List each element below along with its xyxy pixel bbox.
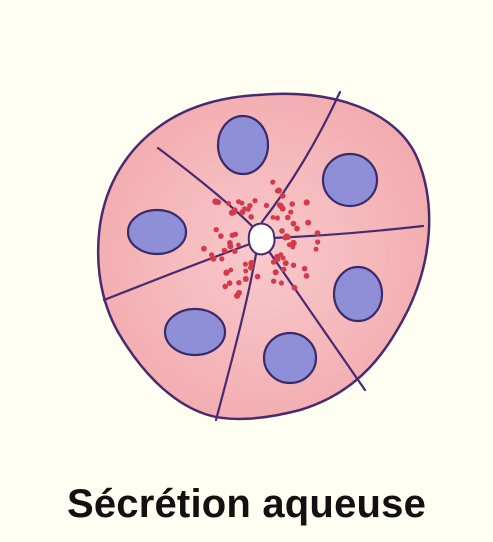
granule xyxy=(243,276,249,282)
granule xyxy=(239,201,244,206)
granule xyxy=(304,273,310,279)
nucleus xyxy=(128,210,186,254)
acinus-diagram xyxy=(0,0,493,470)
granule xyxy=(226,201,231,206)
granule xyxy=(279,228,285,234)
granule xyxy=(236,243,241,248)
lumen xyxy=(249,224,275,255)
granule xyxy=(283,260,289,266)
granule xyxy=(228,268,233,273)
granule xyxy=(227,240,233,246)
granule xyxy=(294,226,300,232)
nucleus xyxy=(165,309,225,355)
granule xyxy=(243,262,248,267)
granule xyxy=(236,290,242,296)
granule xyxy=(210,256,216,262)
granule xyxy=(315,239,320,244)
granule xyxy=(243,269,248,274)
granule xyxy=(270,180,275,185)
granule xyxy=(275,215,280,220)
granule xyxy=(218,233,224,239)
granule xyxy=(242,206,247,211)
granule xyxy=(289,201,295,207)
caption: Sécrétion aqueuse xyxy=(0,476,493,532)
granule xyxy=(283,235,288,240)
granule xyxy=(223,249,228,254)
granule xyxy=(304,199,310,205)
granule xyxy=(248,214,254,220)
granule xyxy=(281,267,287,273)
granule xyxy=(231,209,237,215)
granule xyxy=(288,210,293,215)
granule xyxy=(276,187,282,193)
granule xyxy=(223,271,228,276)
granule xyxy=(291,221,297,227)
granule xyxy=(255,274,261,280)
granule xyxy=(214,227,219,232)
granule xyxy=(271,215,276,220)
granule xyxy=(273,269,279,275)
granule xyxy=(252,198,257,203)
granule xyxy=(314,247,319,252)
granule xyxy=(305,220,311,226)
granule xyxy=(274,254,280,260)
granule xyxy=(248,265,254,271)
granule xyxy=(232,249,238,255)
nucleus xyxy=(334,267,382,321)
granule xyxy=(222,284,228,290)
granule xyxy=(279,280,284,285)
granule xyxy=(212,198,218,204)
granule xyxy=(247,203,252,208)
nucleus xyxy=(264,333,316,383)
granule xyxy=(233,232,238,237)
granule xyxy=(236,280,241,285)
granule xyxy=(280,193,286,199)
granule xyxy=(302,266,308,272)
granule xyxy=(285,215,291,221)
granule xyxy=(271,279,276,284)
granule xyxy=(287,242,292,247)
nucleus xyxy=(323,154,377,206)
nucleus xyxy=(218,116,268,174)
granule xyxy=(315,230,321,236)
granule xyxy=(291,263,296,268)
granule xyxy=(264,203,269,208)
granule xyxy=(219,256,224,261)
granule xyxy=(277,202,282,207)
granule xyxy=(201,246,207,252)
granule xyxy=(292,285,298,291)
granule xyxy=(227,280,233,286)
